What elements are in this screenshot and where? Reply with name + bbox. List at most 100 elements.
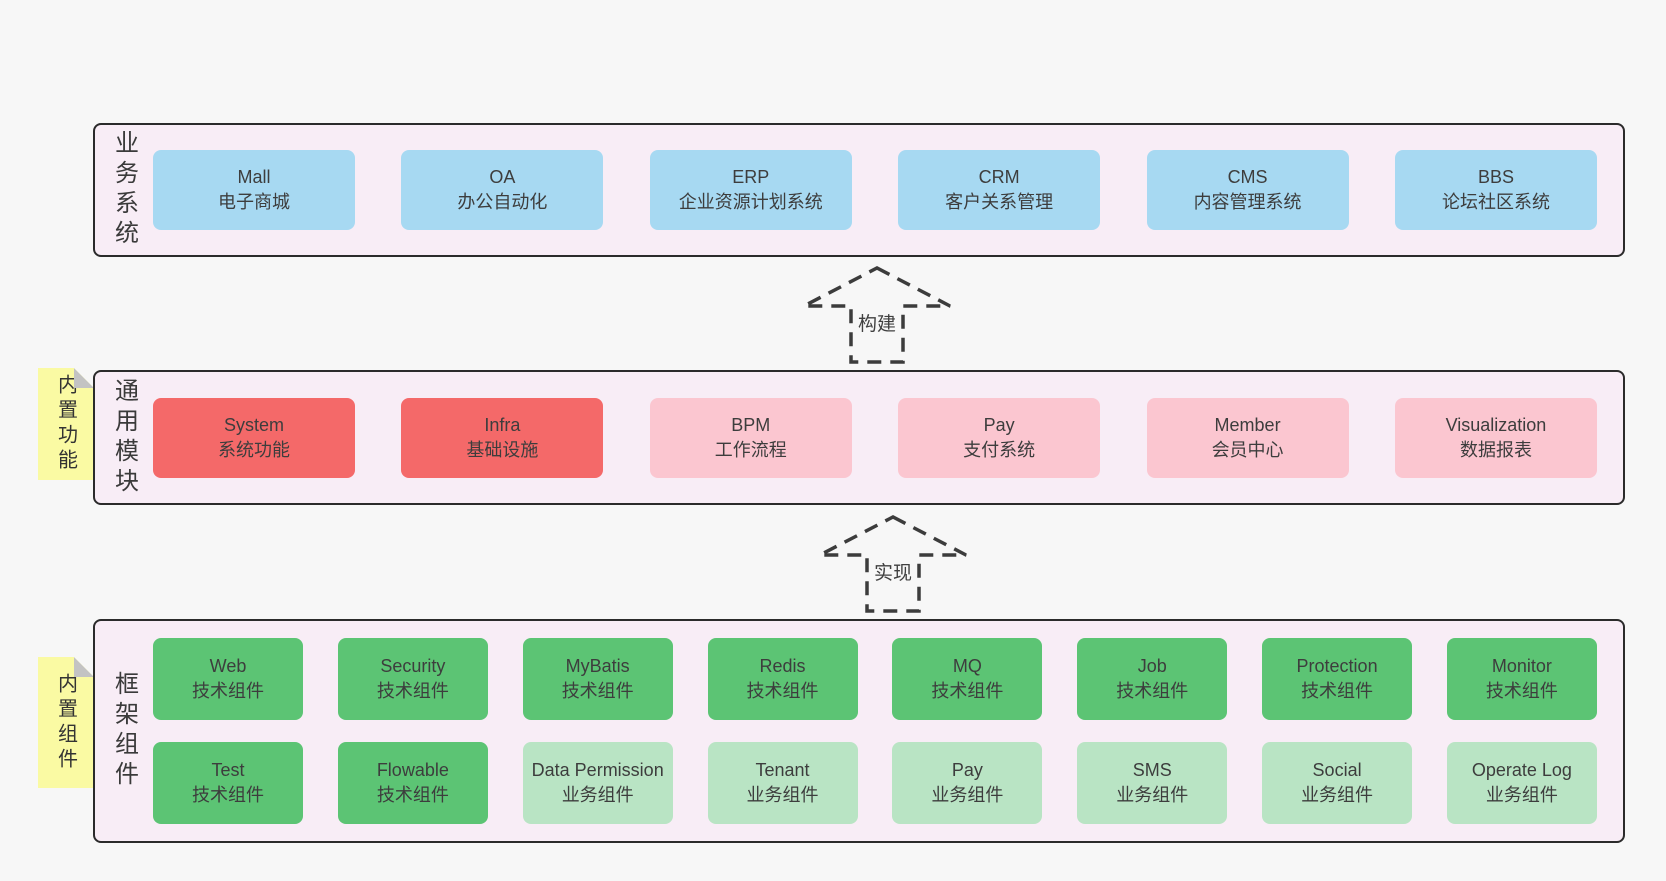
box-title: OA	[489, 167, 516, 187]
box-title: Visualization	[1445, 414, 1547, 435]
box-operate-log: Operate Log 业务组件	[1446, 742, 1597, 824]
box-title: BPM	[731, 414, 771, 435]
box-security: Security 技术组件	[337, 638, 488, 720]
box-flowable: Flowable 技术组件	[337, 742, 488, 824]
box-title: Flowable	[376, 760, 449, 780]
box-subtitle: 内容管理系统	[1193, 192, 1302, 212]
box-bbs: BBS 论坛社区系统	[1394, 150, 1597, 230]
box-title: Monitor	[1491, 656, 1552, 676]
box-oa: OA 办公自动化	[401, 150, 604, 230]
box-subtitle: 业务组件	[746, 785, 819, 805]
business-systems-side-label: 业务系统	[110, 130, 138, 250]
box-title: Mall	[237, 167, 271, 187]
box-title: MyBatis	[565, 656, 630, 676]
sticky-note-built-in-features: 内置功能	[38, 368, 94, 480]
box-subtitle: 论坛社区系统	[1441, 192, 1550, 212]
box-row: System 系统功能 Infra 基础设施 BPM 工作流程 Pay 支付系统 Member 会…	[153, 397, 1597, 478]
box-title: Tenant	[755, 760, 810, 780]
box-pay: Pay 支付系统	[898, 397, 1101, 478]
box-title: BBS	[1477, 167, 1514, 187]
box-mall: Mall 电子商城	[153, 150, 355, 230]
box-title: CMS	[1227, 167, 1268, 187]
box-subtitle: 客户关系管理	[945, 192, 1054, 212]
box-redis: Redis 技术组件	[707, 638, 858, 720]
dashed-up-arrow-icon	[803, 266, 951, 364]
box-title: Redis	[759, 656, 806, 676]
box-subtitle: 系统功能	[218, 439, 290, 460]
box-subtitle: 技术组件	[192, 681, 264, 701]
box-bpm: BPM 工作流程	[649, 397, 852, 478]
build-arrow: 构建	[802, 265, 952, 365]
sticky-note-label: 内置组件	[54, 672, 77, 773]
box-title: System	[223, 414, 284, 435]
box-title: MQ	[952, 656, 982, 676]
box-title: Job	[1137, 656, 1167, 676]
box-title: Member	[1214, 414, 1281, 435]
box-subtitle: 业务组件	[1485, 785, 1558, 805]
box-subtitle: 技术组件	[376, 785, 449, 805]
box-tenant: Tenant 业务组件	[707, 742, 858, 824]
box-subtitle: 技术组件	[1116, 681, 1189, 701]
box-title: Pay	[951, 760, 983, 780]
common-modules-grid: System 系统功能 Infra 基础设施 BPM 工作流程 Pay 支付系统 Member 会…	[153, 372, 1623, 503]
box-row: Mall 电子商城 OA 办公自动化 ERP 企业资源计划系统 CRM 客户关系管理 CMS 内容…	[153, 150, 1597, 230]
box-subtitle: 业务组件	[1116, 785, 1189, 805]
box-subtitle: 技术组件	[1301, 681, 1374, 701]
box-title: Protection	[1296, 656, 1378, 676]
box-monitor: Monitor 技术组件	[1446, 638, 1597, 720]
box-member: Member 会员中心	[1146, 397, 1349, 478]
box-subtitle: 业务组件	[561, 785, 634, 805]
box-subtitle: 会员中心	[1211, 439, 1284, 460]
box-subtitle: 业务组件	[1301, 785, 1374, 805]
box-subtitle: 电子商城	[218, 192, 290, 212]
box-title: Pay	[983, 414, 1015, 435]
box-subtitle: 工作流程	[714, 439, 787, 460]
box-title: Security	[380, 656, 446, 676]
box-test: Test 技术组件	[153, 742, 303, 824]
box-title: Test	[211, 760, 245, 780]
build-arrow-label: 构建	[852, 309, 902, 336]
box-title: Infra	[484, 414, 521, 435]
box-web: Web 技术组件	[153, 638, 303, 720]
box-subtitle: 技术组件	[376, 681, 449, 701]
box-subtitle: 办公自动化	[457, 192, 548, 212]
box-subtitle: 基础设施	[466, 439, 539, 460]
box-title: Operate Log	[1471, 760, 1572, 780]
box-title: CRM	[978, 167, 1020, 187]
box-cms: CMS 内容管理系统	[1146, 150, 1349, 230]
box-subtitle: 支付系统	[963, 439, 1036, 460]
box-social: Social 业务组件	[1262, 742, 1413, 824]
box-subtitle: 业务组件	[931, 785, 1004, 805]
box-visualization: Visualization 数据报表	[1394, 397, 1597, 478]
framework-components-side-label: 框架组件	[110, 671, 138, 791]
box-crm: CRM 客户关系管理	[898, 150, 1101, 230]
implement-arrow-label: 实现	[868, 558, 918, 585]
box-mybatis: MyBatis 技术组件	[522, 638, 673, 720]
box-subtitle: 技术组件	[1485, 681, 1558, 701]
box-erp: ERP 企业资源计划系统	[649, 150, 852, 230]
box-subtitle: 技术组件	[746, 681, 819, 701]
box-subtitle: 企业资源计划系统	[678, 192, 823, 212]
box-title: SMS	[1132, 760, 1172, 780]
box-subtitle: 技术组件	[561, 681, 634, 701]
sticky-note-built-in-components: 内置组件	[38, 657, 94, 788]
box-title: Web	[209, 656, 247, 676]
implement-arrow: 实现	[818, 514, 968, 614]
box-subtitle: 技术组件	[192, 785, 264, 805]
box-subtitle: 数据报表	[1459, 439, 1532, 460]
box-title: Social	[1312, 760, 1362, 780]
box-system: System 系统功能	[153, 397, 355, 478]
dashed-up-arrow-icon	[819, 515, 967, 613]
business-systems-grid: Mall 电子商城 OA 办公自动化 ERP 企业资源计划系统 CRM 客户关系管理 CMS 内容…	[153, 125, 1623, 255]
box-infra: Infra 基础设施	[401, 397, 604, 478]
box-pay: Pay 业务组件	[892, 742, 1043, 824]
box-title: ERP	[732, 167, 770, 187]
business-systems-panel: 业务系统 Mall 电子商城 OA 办公自动化 ERP 企业资源计划系统 CRM 客户关系管理…	[93, 123, 1625, 257]
